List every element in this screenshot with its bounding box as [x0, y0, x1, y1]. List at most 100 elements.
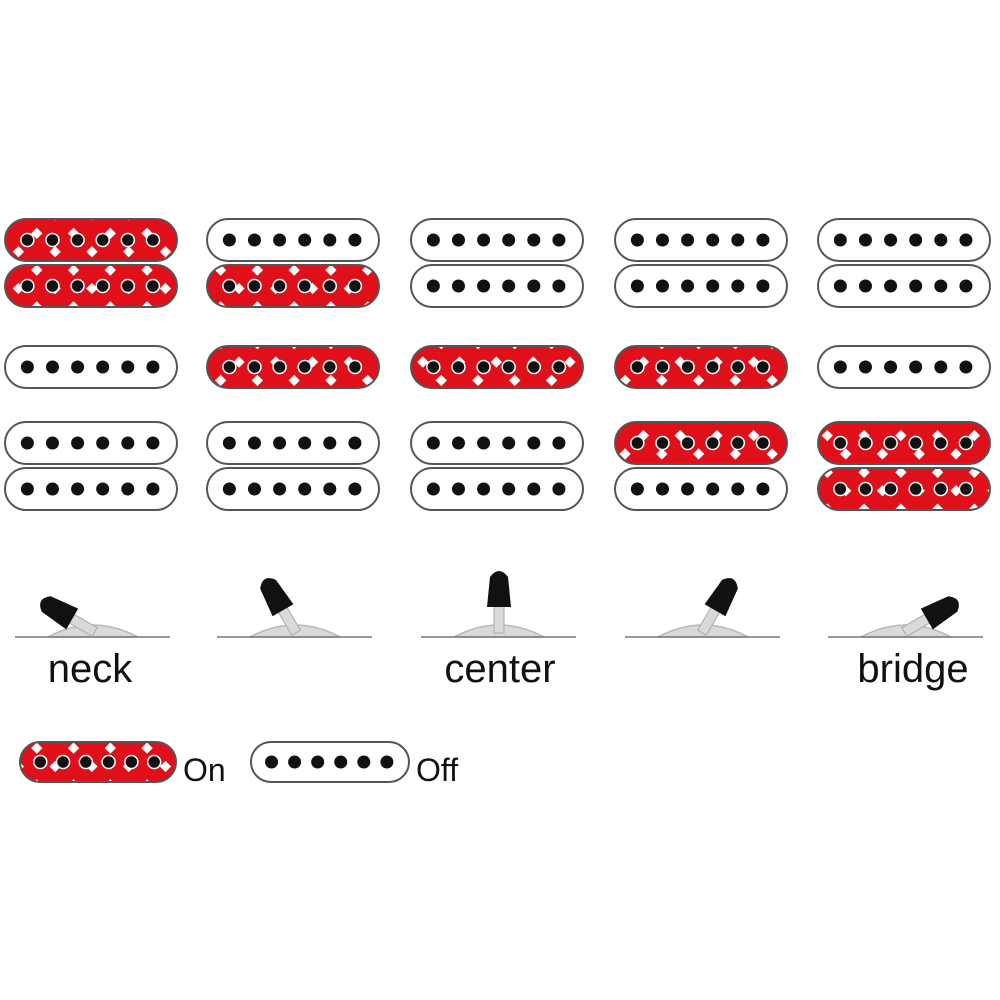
- switch-tip: [487, 571, 511, 607]
- pole-piece: [630, 233, 644, 247]
- bridge-humbucker-coil-bottom: [410, 467, 584, 511]
- pole-piece: [247, 482, 261, 496]
- pole-piece: [298, 436, 312, 450]
- pole-piece: [858, 435, 873, 451]
- neck-humbucker-coil-top: [614, 218, 788, 262]
- pole-piece: [121, 436, 135, 450]
- middle-single-coil: [4, 345, 178, 389]
- middle-single-coil: [817, 345, 991, 389]
- pole-piece: [451, 233, 465, 247]
- pole-piece: [655, 233, 669, 247]
- pole-piece: [959, 279, 973, 293]
- pole-piece: [858, 279, 872, 293]
- pole-piece: [909, 279, 923, 293]
- pole-piece: [124, 754, 139, 770]
- pole-piece: [451, 436, 465, 450]
- pole-piece: [755, 435, 771, 451]
- pole-piece: [655, 435, 670, 451]
- neck-humbucker-coil-top: [206, 218, 380, 262]
- pole-piece: [347, 359, 363, 375]
- pole-piece: [20, 278, 35, 294]
- pole-piece: [630, 435, 645, 451]
- pole-piece: [756, 482, 770, 496]
- pole-piece: [101, 754, 116, 770]
- pole-piece: [630, 482, 644, 496]
- bridge-humbucker-coil-bottom: [614, 467, 788, 511]
- pole-piece: [451, 359, 466, 375]
- pole-piece: [502, 233, 516, 247]
- neck-humbucker-coil-top: [4, 218, 178, 262]
- pole-piece: [222, 278, 237, 294]
- pole-piece: [451, 482, 465, 496]
- pole-piece: [731, 279, 745, 293]
- pole-piece: [681, 482, 695, 496]
- pole-piece: [120, 232, 136, 248]
- pole-piece: [933, 481, 949, 497]
- pole-piece: [273, 436, 287, 450]
- pole-piece: [933, 435, 949, 451]
- pole-piece: [958, 435, 974, 451]
- pole-piece: [477, 436, 491, 450]
- pole-piece: [426, 436, 440, 450]
- pole-piece: [552, 482, 566, 496]
- pole-piece: [959, 360, 973, 374]
- pole-piece: [45, 278, 60, 294]
- pole-piece: [70, 232, 85, 248]
- pole-piece: [730, 435, 746, 451]
- pole-piece: [96, 482, 110, 496]
- pole-piece: [426, 482, 440, 496]
- pole-piece: [630, 359, 645, 375]
- pole-piece: [96, 360, 110, 374]
- pole-piece: [526, 359, 542, 375]
- pole-piece: [959, 233, 973, 247]
- pole-piece: [552, 233, 566, 247]
- selector-switch-1: [15, 596, 170, 638]
- pole-piece: [426, 359, 441, 375]
- bridge-humbucker-coil-top: [614, 421, 788, 465]
- neck-humbucker-coil-bottom: [410, 264, 584, 308]
- pole-piece: [527, 279, 541, 293]
- pole-piece: [755, 359, 771, 375]
- pole-piece: [502, 482, 516, 496]
- pole-piece: [833, 279, 847, 293]
- pole-piece: [297, 359, 312, 375]
- pole-piece: [146, 360, 160, 374]
- pole-piece: [95, 278, 110, 294]
- middle-single-coil: [206, 345, 380, 389]
- pole-piece: [730, 359, 746, 375]
- pole-piece: [552, 279, 566, 293]
- pole-piece: [655, 482, 669, 496]
- pole-piece: [477, 279, 491, 293]
- pole-piece: [298, 482, 312, 496]
- pole-piece: [477, 482, 491, 496]
- switch-lever: [487, 571, 511, 634]
- pole-piece: [884, 360, 898, 374]
- pole-piece: [45, 436, 59, 450]
- pole-piece: [833, 481, 848, 497]
- pole-piece: [706, 279, 720, 293]
- selector-switch-2: [217, 578, 372, 638]
- pole-piece: [527, 436, 541, 450]
- pole-piece: [20, 436, 34, 450]
- pole-piece: [121, 360, 135, 374]
- pole-piece: [45, 360, 59, 374]
- switch-position-4: [614, 218, 788, 638]
- bridge-humbucker-coil-top: [4, 421, 178, 465]
- pole-piece: [706, 482, 720, 496]
- position-labels: neck center bridge: [48, 647, 969, 691]
- switch-lever: [40, 596, 98, 638]
- pole-piece: [705, 435, 720, 451]
- middle-single-coil: [614, 345, 788, 389]
- pole-piece: [348, 482, 362, 496]
- pole-piece: [247, 278, 262, 294]
- pole-piece: [756, 279, 770, 293]
- position-label-center: center: [444, 647, 555, 691]
- pole-piece: [265, 755, 279, 769]
- bridge-humbucker-coil-top: [817, 421, 991, 465]
- pole-piece: [247, 436, 261, 450]
- pole-piece: [680, 359, 695, 375]
- pole-piece: [322, 278, 338, 294]
- switch-lever: [260, 578, 302, 636]
- pole-piece: [120, 278, 136, 294]
